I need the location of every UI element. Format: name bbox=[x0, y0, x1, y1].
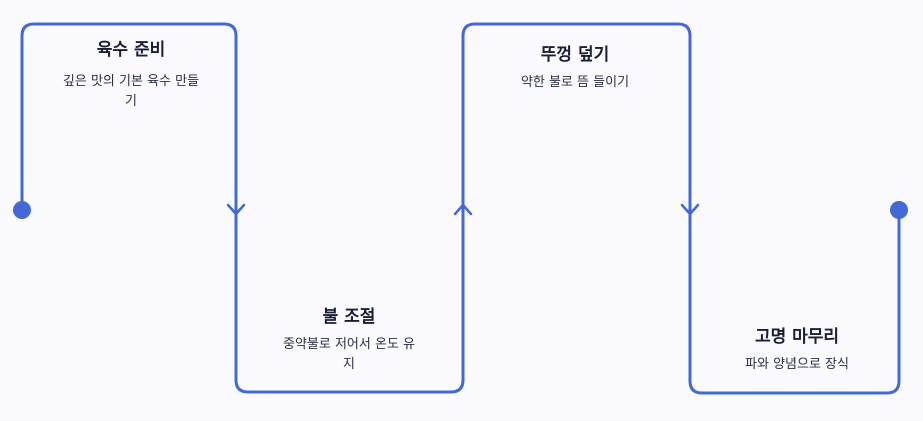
chevron-down-icon bbox=[680, 203, 700, 216]
step-description: 깊은 맛의 기본 육수 만들기 bbox=[62, 74, 200, 109]
step-heat-control: 불 조절 중약불로 저어서 온도 유지 bbox=[278, 306, 420, 375]
step-stock-prep: 육수 준비 깊은 맛의 기본 육수 만들기 bbox=[62, 39, 200, 112]
flow-connector-line bbox=[20, 22, 901, 395]
step-description: 파와 양념으로 장식 bbox=[745, 357, 849, 372]
step-title: 고명 마무리 bbox=[754, 327, 840, 347]
step-description: 중약불로 저어서 온도 유지 bbox=[283, 337, 415, 372]
step-title: 육수 준비 bbox=[96, 40, 166, 60]
step-description: 약한 불로 뜸 들이기 bbox=[520, 75, 630, 90]
chevron-up-icon bbox=[453, 203, 473, 216]
step-cover-lid: 뚜껑 덮기 약한 불로 뜸 들이기 bbox=[500, 44, 650, 93]
end-dot bbox=[890, 201, 908, 219]
step-garnish-finish: 고명 마무리 파와 양념으로 장식 bbox=[722, 326, 872, 375]
start-dot bbox=[13, 201, 31, 219]
chevron-down-icon bbox=[226, 203, 246, 216]
step-title: 뚜껑 덮기 bbox=[540, 45, 610, 65]
step-title: 불 조절 bbox=[322, 307, 376, 327]
